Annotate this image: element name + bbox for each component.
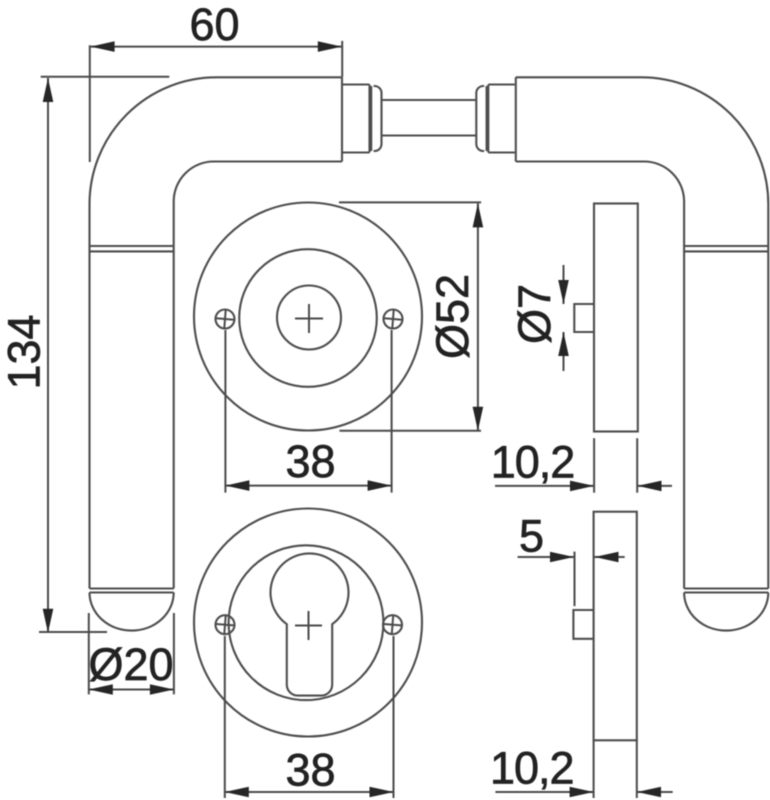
- svg-text:Ø52: Ø52: [427, 274, 478, 359]
- svg-text:60: 60: [189, 0, 239, 50]
- svg-text:5: 5: [519, 511, 544, 562]
- svg-text:10,2: 10,2: [490, 743, 574, 794]
- svg-text:Ø7: Ø7: [509, 284, 560, 344]
- svg-text:38: 38: [285, 744, 335, 795]
- svg-text:10,2: 10,2: [491, 437, 575, 488]
- svg-text:Ø20: Ø20: [88, 639, 173, 690]
- svg-text:134: 134: [0, 314, 50, 389]
- svg-text:38: 38: [285, 436, 335, 487]
